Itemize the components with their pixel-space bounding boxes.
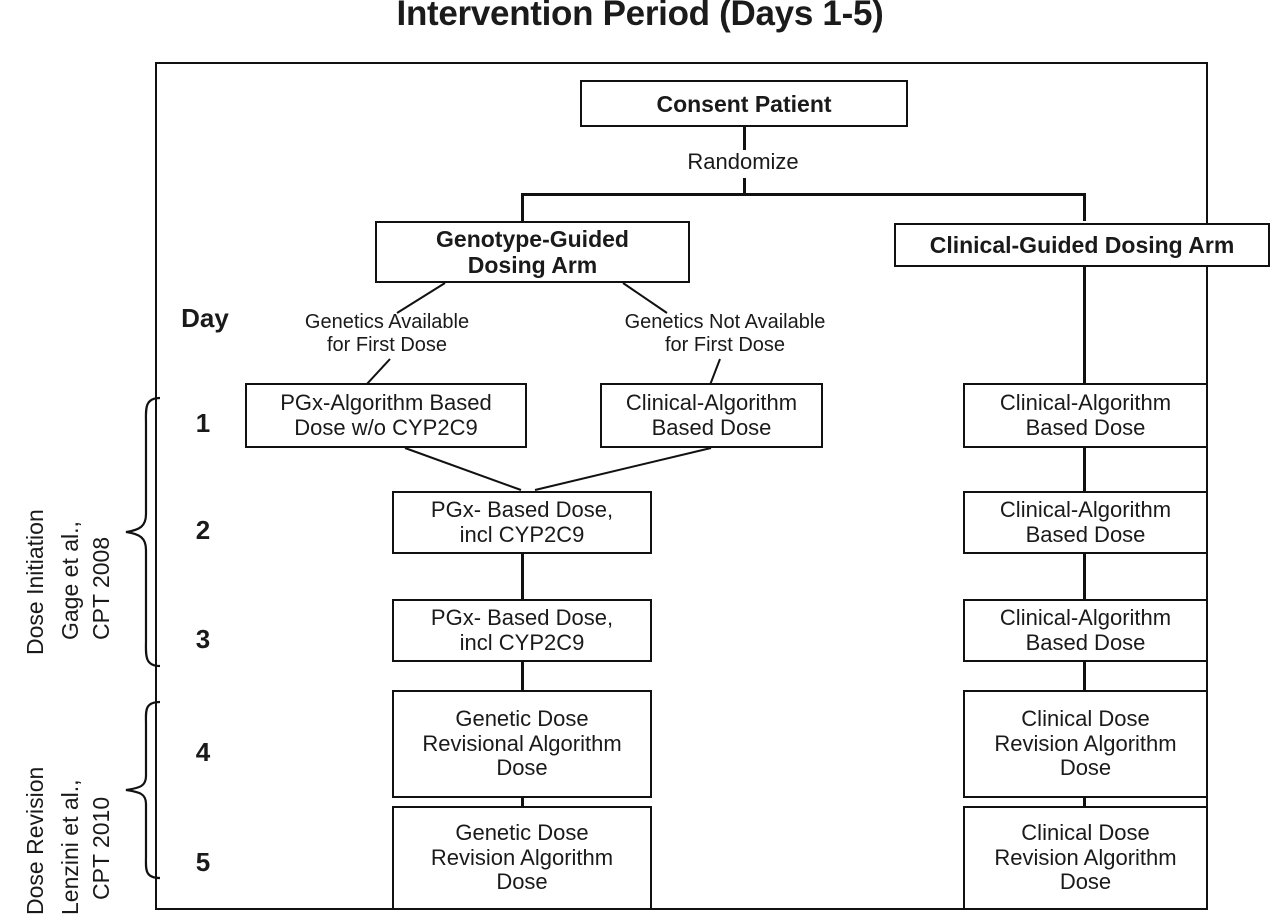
- node-label-line1: Clinical-Algorithm: [999, 496, 1172, 522]
- node-label-line1: Clinical-Algorithm: [999, 604, 1172, 630]
- label-line2: for First Dose: [326, 334, 448, 356]
- node-clinical-day2-algorithm-based-dose[interactable]: Clinical-Algorithm Based Dose: [963, 491, 1208, 554]
- node-consent-patient[interactable]: Consent Patient: [580, 80, 908, 127]
- phase-label-dose-initiation: Dose Initiation: [22, 509, 49, 655]
- phase-label-line2: Gage et al.,: [57, 521, 83, 640]
- node-label-line2: Revision Algorithm: [994, 844, 1177, 870]
- connector-day3-to-day4-genotype: [521, 662, 524, 690]
- node-label-line3: Dose: [1059, 869, 1112, 895]
- node-label-line1: PGx- Based Dose,: [430, 604, 614, 630]
- phase-label-dose-revision-year: CPT 2010: [88, 797, 115, 900]
- label-genetics-available: Genetics Available for First Dose: [287, 311, 487, 357]
- node-label-line2: Dose w/o CYP2C9: [294, 414, 478, 440]
- node-label-line2: Revision Algorithm: [994, 730, 1177, 756]
- node-label-line1: Clinical-Algorithm: [999, 389, 1172, 415]
- connector-split-to-genotype-arm: [521, 193, 524, 221]
- connector-genotype-branch-left: [396, 282, 668, 314]
- phase-label-line2: Lenzini et al.,: [57, 779, 83, 915]
- node-label-line2: Dosing Arm: [467, 252, 598, 278]
- node-label-line2: Revisional Algorithm: [422, 730, 622, 756]
- node-label-line3: Dose: [496, 869, 548, 895]
- diagram-frame: [155, 62, 1208, 910]
- node-label-line1: PGx- Based Dose,: [430, 496, 614, 522]
- day-number-5: 5: [195, 847, 211, 877]
- phase-label-dose-revision: Dose Revision: [22, 767, 49, 915]
- connector-clinical-day3-to-day4: [1083, 662, 1086, 690]
- day-number-3: 3: [195, 624, 211, 654]
- node-label: Consent Patient: [656, 90, 832, 117]
- phase-label-line3: CPT 2010: [88, 796, 114, 900]
- node-label-line1: Genotype-Guided: [436, 226, 629, 253]
- label-line2: for First Dose: [664, 334, 786, 356]
- node-label-line2: incl CYP2C9: [459, 521, 585, 547]
- connector-clinical-arm-to-day1: [1083, 267, 1086, 383]
- node-day1-pgx-algorithm-based-dose[interactable]: PGx-Algorithm Based Dose w/o CYP2C9: [245, 383, 527, 448]
- label-line1: Genetics Available: [304, 311, 470, 333]
- connector-day1-to-day2-merge: [404, 447, 712, 491]
- connector-branch-labels-to-day1: [365, 358, 721, 386]
- day-number-2: 2: [195, 515, 211, 545]
- node-clinical-day4-dose-revision-algorithm[interactable]: Clinical Dose Revision Algorithm Dose: [963, 690, 1208, 798]
- phase-label-dose-revision-citation: Lenzini et al.,: [57, 779, 84, 915]
- node-label-line1: Clinical Dose: [1021, 819, 1150, 845]
- node-genotype-guided-dosing-arm[interactable]: Genotype-Guided Dosing Arm: [375, 221, 690, 283]
- connector-day4-to-day5-genotype: [521, 798, 524, 806]
- node-label-line3: Dose: [496, 755, 548, 781]
- phase-label-line1: Dose Initiation: [22, 509, 48, 655]
- connector-arm-split-bar: [521, 193, 1084, 196]
- node-label-line1: PGx-Algorithm Based: [280, 389, 492, 415]
- day-column-header: Day: [181, 303, 229, 333]
- node-label-line1: Clinical-Algorithm: [625, 389, 798, 415]
- phase-label-line3: CPT 2008: [88, 536, 114, 640]
- node-label-line2: incl CYP2C9: [459, 629, 585, 655]
- phase-label-dose-initiation-year: CPT 2008: [88, 537, 115, 640]
- day-number-4: 4: [195, 737, 211, 767]
- node-label: Clinical-Guided Dosing Arm: [929, 232, 1235, 258]
- node-clinical-day3-algorithm-based-dose[interactable]: Clinical-Algorithm Based Dose: [963, 599, 1208, 662]
- label-genetics-not-available: Genetics Not Available for First Dose: [600, 311, 850, 357]
- brace-dose-revision: [125, 700, 161, 880]
- node-label-line2: Revision Algorithm: [430, 844, 614, 870]
- day-number-1: 1: [195, 408, 211, 438]
- connector-split-to-clinical-arm: [1083, 193, 1086, 221]
- node-day1-clinical-algorithm-based-dose[interactable]: Clinical-Algorithm Based Dose: [600, 383, 823, 448]
- node-label-line2: Based Dose: [1025, 629, 1146, 655]
- node-label-line1: Genetic Dose: [455, 705, 589, 731]
- phase-label-dose-initiation-citation: Gage et al.,: [57, 521, 84, 640]
- node-label-line3: Dose: [1059, 755, 1112, 781]
- node-clinical-guided-dosing-arm[interactable]: Clinical-Guided Dosing Arm: [894, 223, 1270, 267]
- node-label-line2: Based Dose: [1025, 521, 1146, 547]
- node-clinical-day5-dose-revision-algorithm[interactable]: Clinical Dose Revision Algorithm Dose: [963, 806, 1208, 910]
- label-line1: Genetics Not Available: [624, 311, 826, 333]
- connector-consent-to-randomize: [743, 127, 746, 150]
- node-day4-genetic-dose-revisional-algorithm[interactable]: Genetic Dose Revisional Algorithm Dose: [392, 690, 652, 798]
- connector-clinical-day2-to-day3: [1083, 554, 1086, 599]
- page-title: Intervention Period (Days 1-5): [396, 0, 884, 33]
- label-randomize: Randomize: [663, 149, 823, 175]
- node-day2-pgx-based-dose[interactable]: PGx- Based Dose, incl CYP2C9: [392, 491, 652, 554]
- connector-randomize-to-split: [743, 178, 746, 193]
- node-label-line2: Based Dose: [651, 414, 772, 440]
- node-clinical-day1-algorithm-based-dose[interactable]: Clinical-Algorithm Based Dose: [963, 383, 1208, 448]
- connector-day2-to-day3-genotype: [521, 554, 524, 599]
- connector-clinical-day1-to-day2: [1083, 448, 1086, 491]
- brace-dose-initiation: [125, 396, 161, 668]
- connector-clinical-day4-to-day5: [1083, 798, 1086, 806]
- node-day3-pgx-based-dose[interactable]: PGx- Based Dose, incl CYP2C9: [392, 599, 652, 662]
- node-label-line1: Genetic Dose: [455, 819, 589, 845]
- node-label-line2: Based Dose: [1025, 414, 1146, 440]
- node-label-line1: Clinical Dose: [1021, 705, 1150, 731]
- node-day5-genetic-dose-revision-algorithm[interactable]: Genetic Dose Revision Algorithm Dose: [392, 806, 652, 910]
- phase-label-line1: Dose Revision: [22, 766, 48, 915]
